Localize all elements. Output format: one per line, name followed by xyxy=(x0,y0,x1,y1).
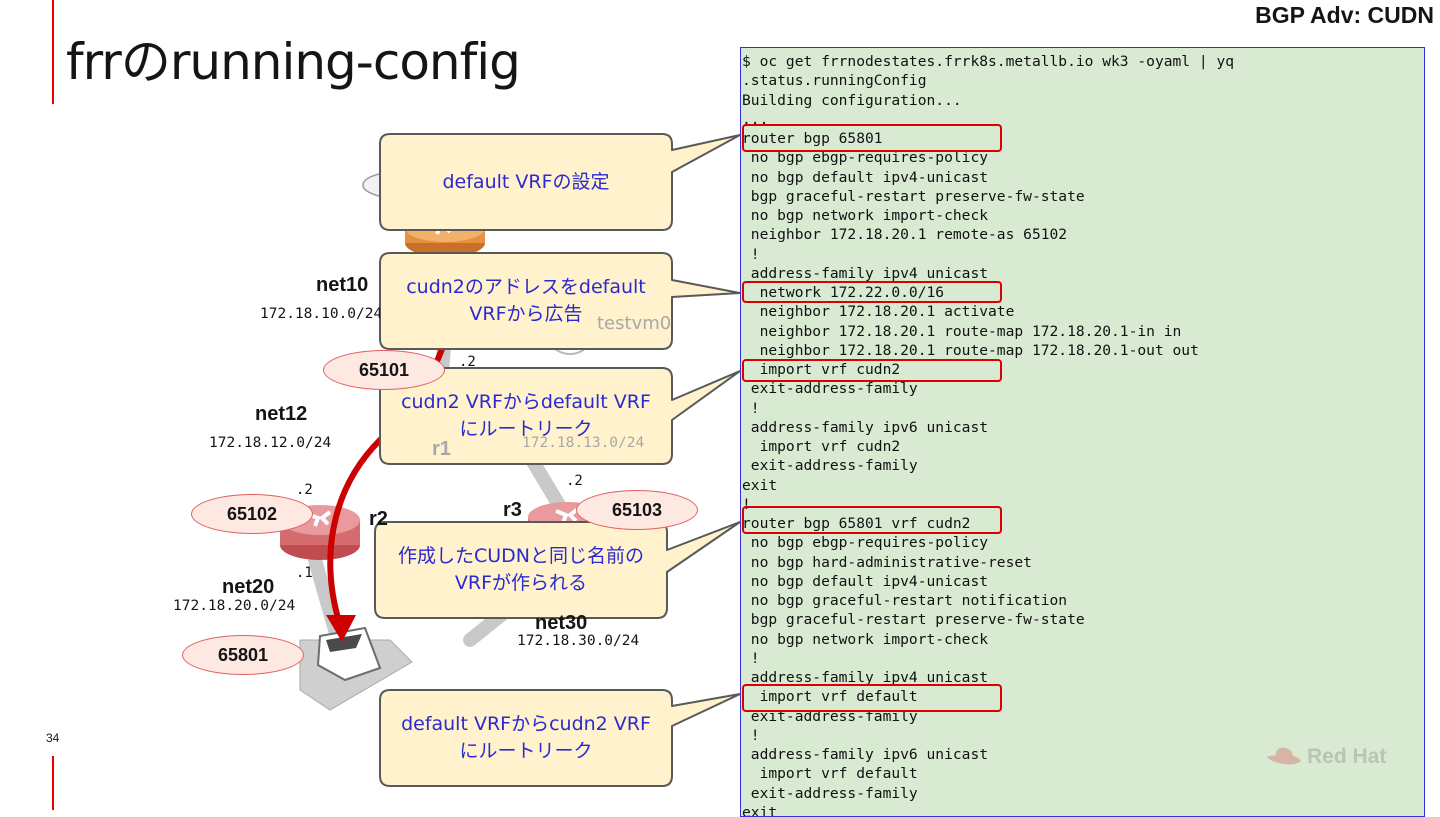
net13-subnet: 172.18.13.0/24 xyxy=(522,435,645,451)
code-line: exit-address-family xyxy=(742,380,918,398)
host-testvm0-label: testvm0 xyxy=(597,313,672,334)
header-tag: BGP Adv: CUDN xyxy=(1255,2,1434,28)
highlight-router-bgp xyxy=(742,124,1002,152)
net30-subnet: 172.18.30.0/24 xyxy=(517,633,640,649)
r1-interface-label: .2 xyxy=(459,354,476,370)
code-line: ... xyxy=(742,110,769,128)
running-config-code: $ oc get frrnodestates.frrk8s.metallb.io… xyxy=(741,48,1424,816)
callout-2-shape xyxy=(379,252,740,350)
router-r2-label: r2 xyxy=(369,508,388,530)
net20-label: net20 xyxy=(222,576,275,598)
code-line: no bgp hard-administrative-reset xyxy=(742,553,1032,571)
code-line: .status.runningConfig xyxy=(742,72,927,90)
r3-interface-label: .2 xyxy=(566,473,583,489)
highlight-router-bgp-vrf xyxy=(742,506,1002,534)
code-line: no bgp default ipv4-unicast xyxy=(742,572,989,590)
code-line: neighbor 172.18.20.1 remote-as 65102 xyxy=(742,226,1068,244)
code-line: neighbor 172.18.20.1 activate xyxy=(742,303,1015,321)
top-accent-line xyxy=(52,0,54,104)
code-line: ! xyxy=(742,399,760,417)
code-line: neighbor 172.18.20.1 route-map 172.18.20… xyxy=(742,322,1182,340)
code-line: neighbor 172.18.20.1 route-map 172.18.20… xyxy=(742,341,1199,359)
code-line: router bgp 65801 vrf cudn2 xyxy=(742,515,971,532)
code-line: address-family ipv6 unicast xyxy=(742,746,989,763)
net30-label: net30 xyxy=(535,612,588,634)
code-line: no bgp default ipv4-unicast xyxy=(742,168,989,186)
code-line: bgp graceful-restart preserve-fw-state xyxy=(742,611,1085,629)
code-line: import vrf default xyxy=(742,688,918,706)
highlight-import-default xyxy=(742,684,1002,712)
code-line: ! xyxy=(742,495,751,513)
code-line: exit-address-family xyxy=(742,457,918,475)
r2-upper-interface-label: .2 xyxy=(296,482,313,498)
code-line: address-family ipv4 unicast xyxy=(742,264,989,282)
asn-r2-badge: 65102 xyxy=(191,494,313,534)
callout-shapes xyxy=(374,133,740,787)
highlight-import-cudn2 xyxy=(742,359,1002,382)
code-line: import vrf default xyxy=(742,765,918,783)
callout-1-shape xyxy=(379,133,740,231)
code-line: import vrf cudn2 xyxy=(742,361,901,378)
callout-5-shape xyxy=(379,689,740,787)
code-line: address-family ipv6 unicast xyxy=(742,418,989,436)
asn-r1-badge: 65101 xyxy=(323,350,445,390)
code-line: no bgp ebgp-requires-policy xyxy=(742,149,989,167)
net10-label: net10 xyxy=(316,274,369,296)
asn-r3-badge: 65103 xyxy=(576,490,698,530)
net12-label: net12 xyxy=(255,403,308,425)
code-line: ! xyxy=(742,726,760,744)
page-number: 34 xyxy=(46,731,60,745)
code-line: no bgp network import-check xyxy=(742,207,989,224)
code-line: bgp graceful-restart preserve-fw-state xyxy=(742,187,1085,205)
code-line: exit-address-family xyxy=(742,784,918,802)
callout-vrf-created-text: 作成したCUDNと同じ名前のVRFが作られる xyxy=(397,545,645,594)
code-line: router bgp 65801 xyxy=(742,130,883,147)
router-r3-label: r3 xyxy=(503,499,522,521)
code-line: $ oc get frrnodestates.frrk8s.metallb.io… xyxy=(742,53,1235,70)
code-line: address-family ipv4 unicast xyxy=(742,669,989,686)
code-line: no bgp graceful-restart notification xyxy=(742,592,1068,609)
code-line: exit xyxy=(742,476,778,494)
code-line: import vrf cudn2 xyxy=(742,438,901,455)
net20-subnet: 172.18.20.0/24 xyxy=(173,598,296,614)
code-line: Building configuration... xyxy=(742,91,962,109)
redhat-watermark: Red Hat xyxy=(1265,744,1386,770)
callout-default-vrf-text: default VRFの設定 xyxy=(442,170,610,193)
callout-leak-to-cudn2-text: default VRFからcudn2 VRFにルートリーク xyxy=(401,713,651,762)
code-line: ! xyxy=(742,245,760,263)
callout-advertise-text: cudn2のアドレスをdefault VRFから広告 xyxy=(406,276,646,325)
code-line: no bgp ebgp-requires-policy xyxy=(742,534,989,552)
page-title: frrのrunning-config xyxy=(66,33,521,91)
code-line: ! xyxy=(742,649,760,667)
node-wk3-icon xyxy=(299,626,413,711)
code-line: network 172.22.0.0/16 xyxy=(742,284,945,301)
code-line: no bgp network import-check xyxy=(742,630,989,648)
asn-wk3-badge: 65801 xyxy=(182,635,304,675)
redhat-hat-icon xyxy=(1267,747,1301,765)
r2-lower-interface-label: .1 xyxy=(296,565,313,581)
router-r1-label: r1 xyxy=(432,438,451,460)
bottom-accent-line xyxy=(52,756,54,810)
net10-subnet: 172.18.10.0/24 xyxy=(260,306,380,322)
net12-subnet: 172.18.12.0/24 xyxy=(209,435,332,451)
callout-leak-to-default-text: cudn2 VRFからdefault VRFにルートリーク xyxy=(401,391,651,440)
highlight-network xyxy=(742,281,1002,303)
watermark-text: Red Hat xyxy=(1307,745,1387,768)
